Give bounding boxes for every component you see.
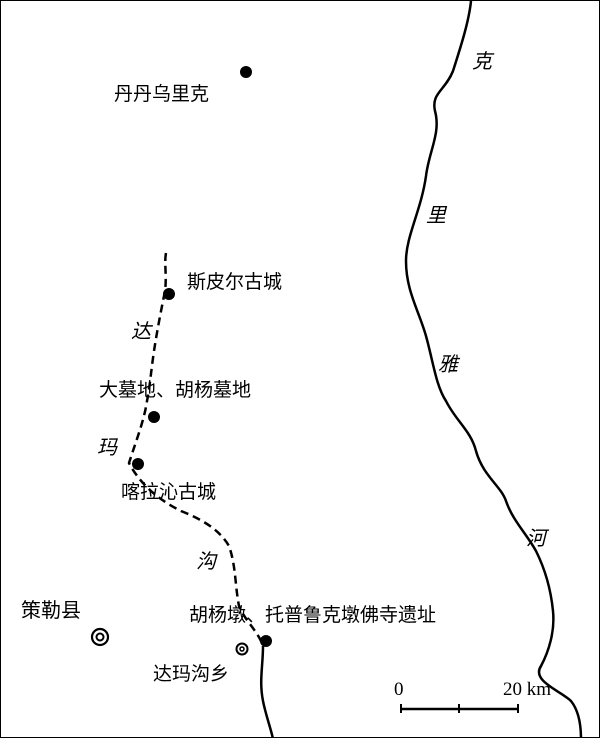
label-kalaqin: 喀拉沁古城 (121, 481, 217, 503)
label-dandan-wuliq: 丹丹乌里克 (114, 83, 210, 105)
site-dot-kalaqin (132, 458, 144, 470)
scale-label-start: 0 (394, 679, 404, 700)
river-damagou-char-1: 达 (131, 319, 151, 343)
label-huyangdun: 胡杨墩、托普鲁克墩佛寺遗址 (189, 604, 437, 626)
river-keriya-char-3: 雅 (438, 352, 458, 376)
river-damagou-char-2: 玛 (97, 435, 117, 459)
river-keriya-char-2: 里 (426, 203, 446, 227)
label-damudi: 大墓地、胡杨墓地 (99, 379, 252, 401)
keriya-river-line (404, 1, 583, 737)
site-dot-damudi (148, 411, 160, 423)
river-keriya-char-4: 河 (526, 526, 546, 550)
damagou-dashed-line (127, 252, 265, 647)
scale-bar (400, 704, 519, 713)
site-dot-sipil (163, 288, 175, 300)
river-damagou-char-3: 沟 (196, 549, 216, 573)
river-keriya-char-1: 克 (472, 49, 492, 73)
county-seat-symbol (90, 627, 110, 647)
township-symbol (235, 642, 249, 656)
scale-label-end: 20 km (503, 679, 552, 700)
site-dot-dandan-wuliq (240, 66, 252, 78)
damagou-solid-line (259, 645, 274, 737)
site-dot-huyangdun (260, 635, 272, 647)
label-sipil: 斯皮尔古城 (187, 271, 283, 293)
label-damagou-township: 达玛沟乡 (153, 663, 230, 685)
label-cele-county: 策勒县 (21, 598, 81, 622)
